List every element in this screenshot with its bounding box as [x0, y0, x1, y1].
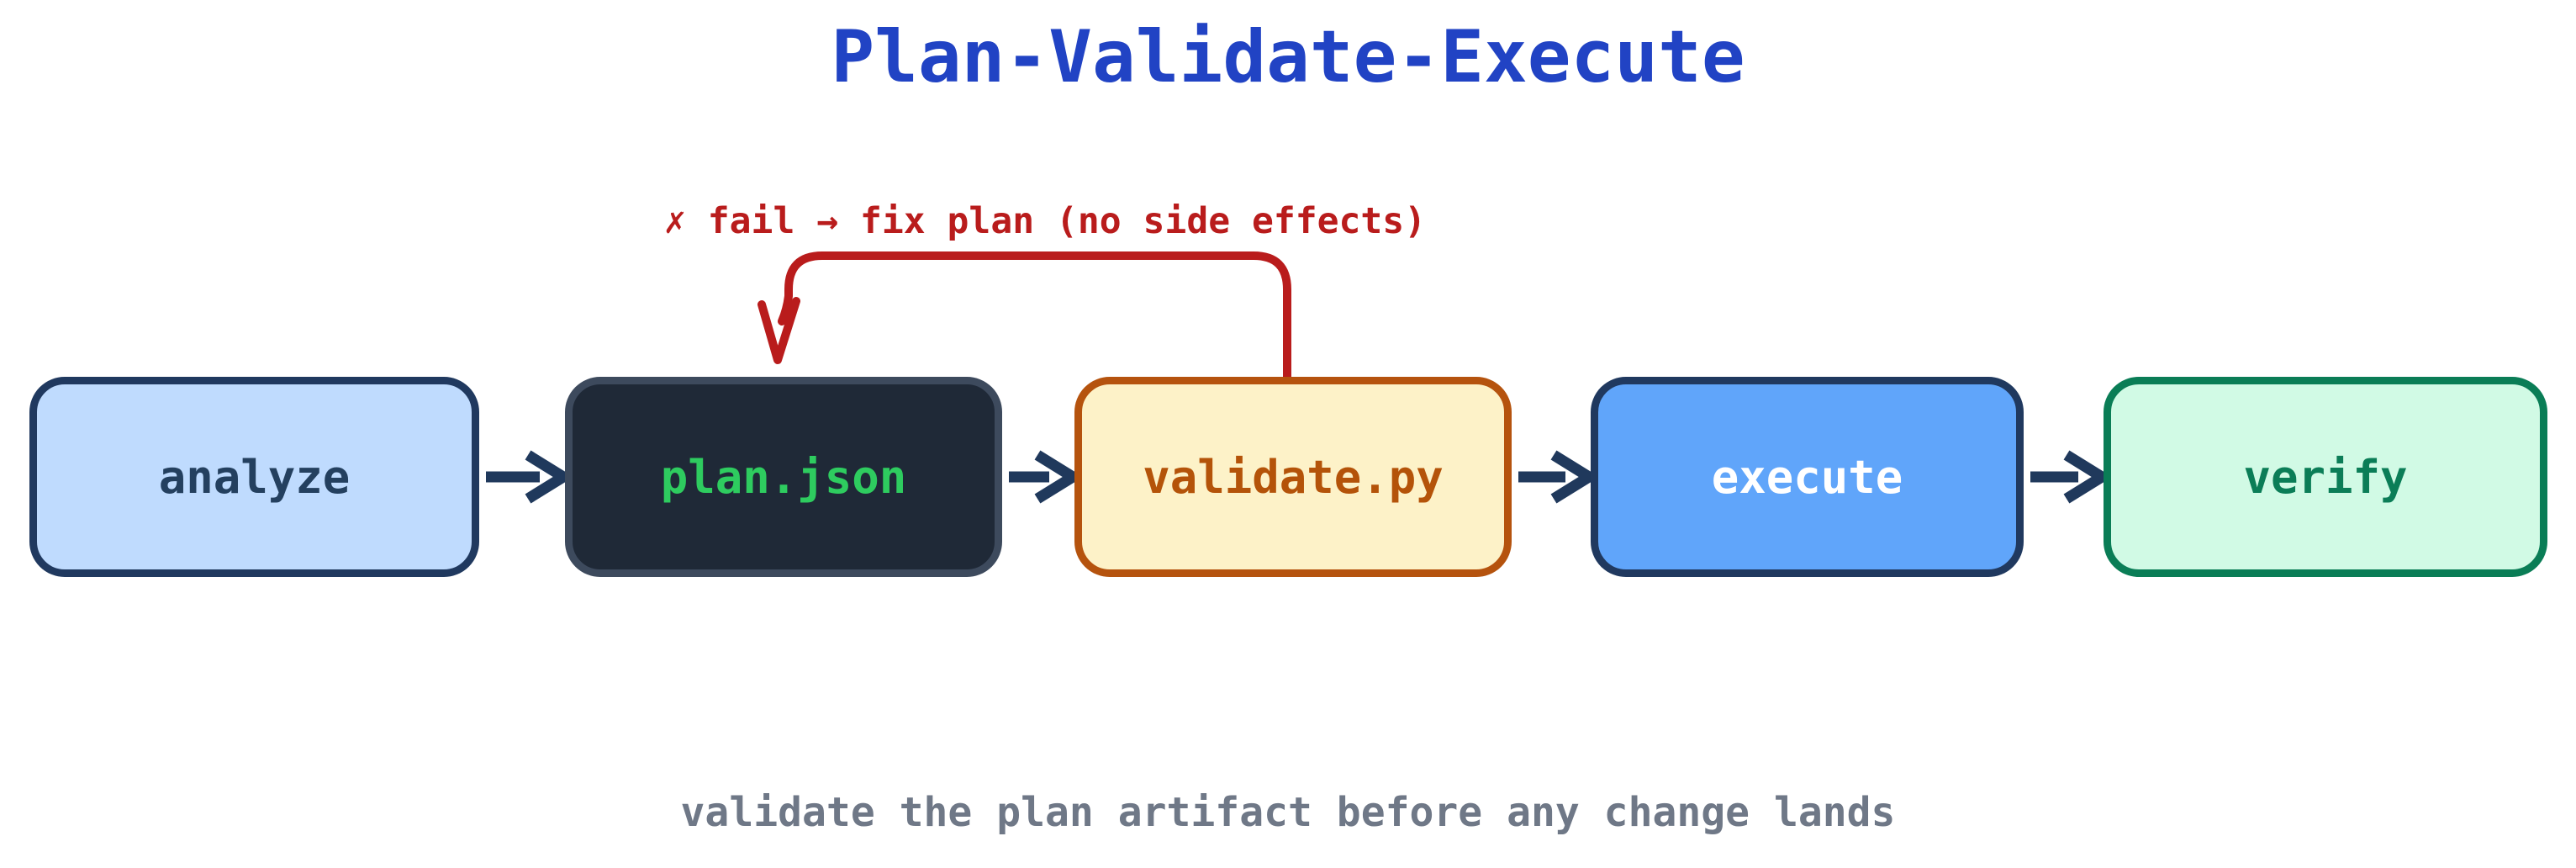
flow-arrow-execute-to-verify [2030, 450, 2113, 504]
flow-arrow-analyze-to-plan [486, 450, 574, 504]
node-validate-py-label: validate.py [1143, 450, 1444, 504]
node-verify-label: verify [2243, 450, 2408, 504]
node-analyze-label: analyze [158, 450, 351, 504]
node-execute: execute [1591, 377, 2024, 577]
flow-arrow-validate-to-execute [1518, 450, 1600, 504]
node-analyze: analyze [29, 377, 479, 577]
arrowhead-icon [525, 450, 574, 504]
node-plan-json: plan.json [565, 377, 1002, 577]
node-execute-label: execute [1711, 450, 1903, 504]
flow-arrow-plan-to-validate [1009, 450, 1084, 504]
node-verify: verify [2104, 377, 2547, 577]
arrowhead-icon [2063, 450, 2113, 504]
fail-loop-label: ✗ fail → fix plan (no side effects) [664, 200, 1427, 242]
fail-loop-arrow [757, 251, 1291, 384]
node-plan-json-label: plan.json [660, 450, 907, 504]
fail-loop-arrowhead-icon [757, 297, 800, 364]
diagram-caption: validate the plan artifact before any ch… [680, 789, 1896, 836]
node-validate-py: validate.py [1074, 377, 1512, 577]
diagram-title: Plan-Validate-Execute [831, 15, 1745, 99]
arrowhead-icon [1034, 450, 1084, 504]
arrowhead-icon [1550, 450, 1600, 504]
